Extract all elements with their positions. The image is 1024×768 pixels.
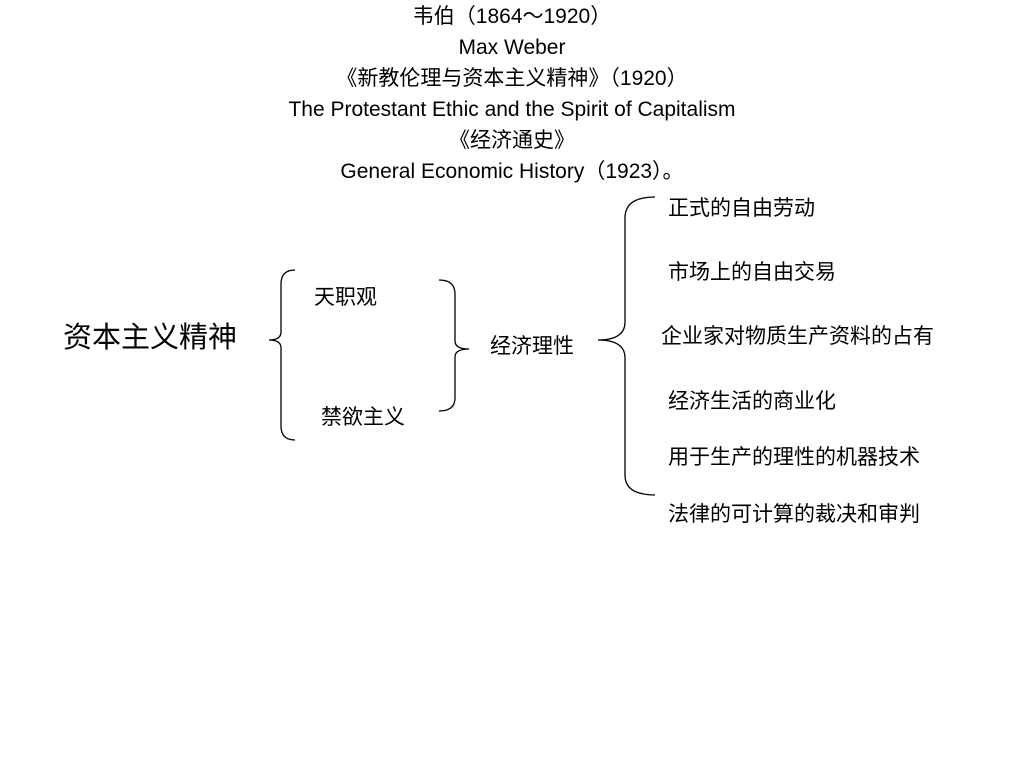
- feature-commercialization: 经济生活的商业化: [668, 389, 836, 413]
- node-calling: 天职观: [314, 285, 377, 309]
- root-node-capitalist-spirit: 资本主义精神: [63, 320, 238, 354]
- header-author-line: 韦伯（1864～1920）: [412, 5, 612, 28]
- feature-rational-technology: 用于生产的理性的机器技术: [668, 445, 920, 469]
- right-brace: [438, 279, 470, 412]
- left-brace: [268, 269, 296, 441]
- slide-header: 韦伯（1864～1920） Max Weber 《新教伦理与资本主义精神》（19…: [0, 1, 1024, 187]
- feature-entrepreneur-ownership: 企业家对物质生产资料的占有: [661, 324, 934, 348]
- feature-free-labor: 正式的自由劳动: [668, 196, 815, 220]
- header-author-name: Max Weber: [458, 36, 566, 59]
- node-economic-rationality: 经济理性: [490, 334, 574, 358]
- feature-free-market-exchange: 市场上的自由交易: [668, 260, 836, 284]
- header-history-cn: 《经济通史》: [449, 129, 575, 152]
- header-history-en: General Economic History（1923）。: [340, 160, 684, 183]
- header-book-cn: 《新教伦理与资本主义精神》（1920）: [336, 67, 688, 90]
- feature-calculable-law: 法律的可计算的裁决和审判: [668, 502, 920, 526]
- features-brace: [597, 196, 656, 496]
- node-asceticism: 禁欲主义: [321, 405, 405, 429]
- header-book-en: The Protestant Ethic and the Spirit of C…: [288, 98, 736, 121]
